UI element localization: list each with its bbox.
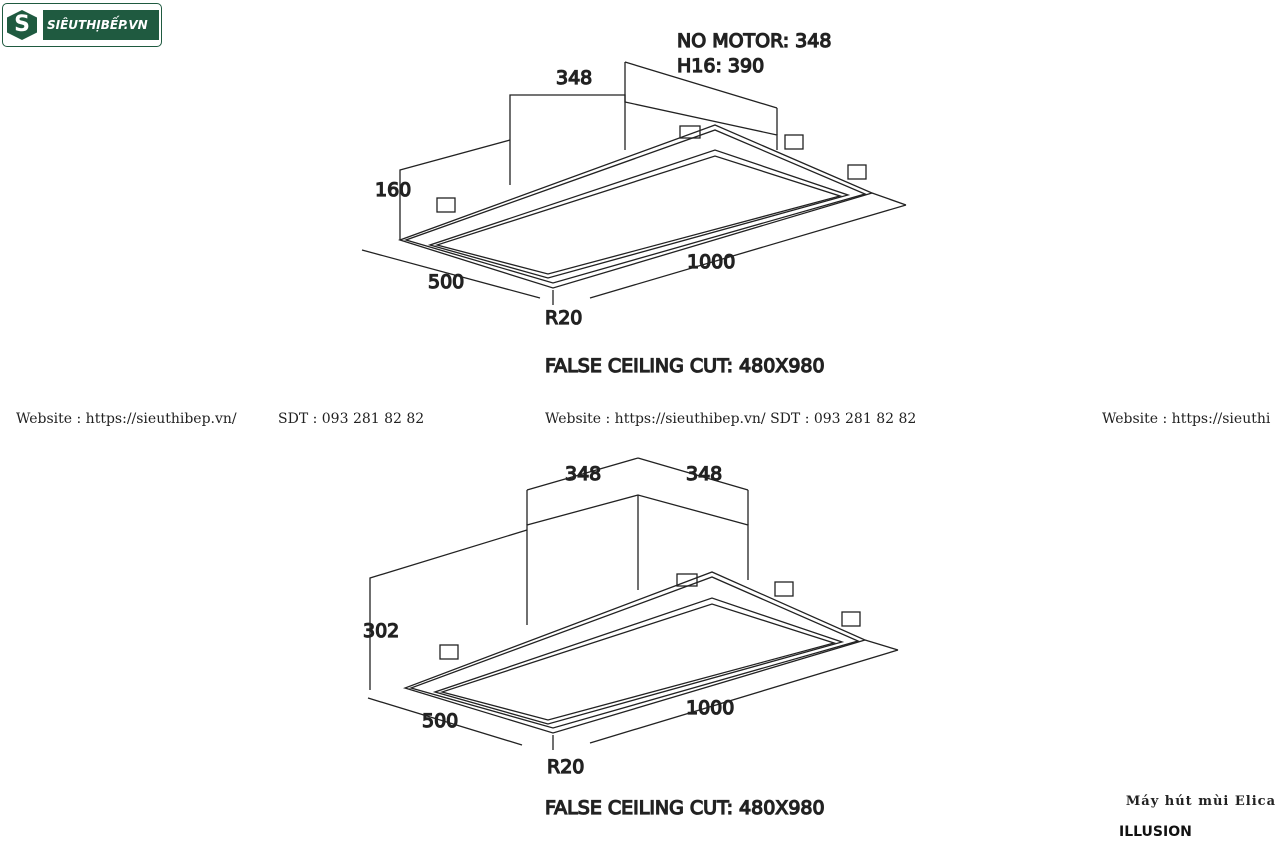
top-height-label: 160	[375, 179, 411, 201]
top-length-label: 1000	[687, 251, 735, 273]
bottom-width-label-left: 348	[565, 463, 601, 485]
top-note-line1: NO MOTOR: 348	[677, 30, 831, 52]
bottom-hood-drawing	[367, 457, 899, 750]
bottom-length-label: 1000	[686, 697, 734, 719]
bottom-radius-label: R20	[547, 756, 584, 778]
watermark-phone: SDT : 093 281 82 82	[278, 411, 425, 427]
logo-mark: S	[7, 10, 37, 40]
watermark-website: Website : https://sieuthibep.vn/	[16, 411, 237, 427]
bottom-height-label: 302	[363, 620, 399, 642]
bottom-cut-label: FALSE CEILING CUT: 480X980	[545, 797, 825, 819]
top-hood-drawing	[361, 61, 907, 305]
watermark-website-cut: Website : https://sieuthi	[1102, 411, 1271, 427]
bottom-width-label-right: 348	[686, 463, 722, 485]
top-cut-label: FALSE CEILING CUT: 480X980	[545, 355, 825, 377]
watermark-website-phone: Website : https://sieuthibep.vn/ SDT : 0…	[545, 411, 917, 427]
site-logo[interactable]: S SIÊUTHỊBẾP.VN	[2, 3, 162, 47]
bottom-depth-label: 500	[422, 710, 458, 732]
top-depth-label: 500	[428, 271, 464, 293]
product-model: ILLUSION	[1119, 824, 1192, 840]
product-title: Máy hút mùi Elica	[1125, 794, 1276, 809]
top-width-label: 348	[556, 67, 592, 89]
logo-text: SIÊUTHỊBẾP.VN	[43, 10, 159, 40]
top-note-line2: H16: 390	[677, 55, 764, 77]
top-radius-label: R20	[545, 307, 582, 329]
